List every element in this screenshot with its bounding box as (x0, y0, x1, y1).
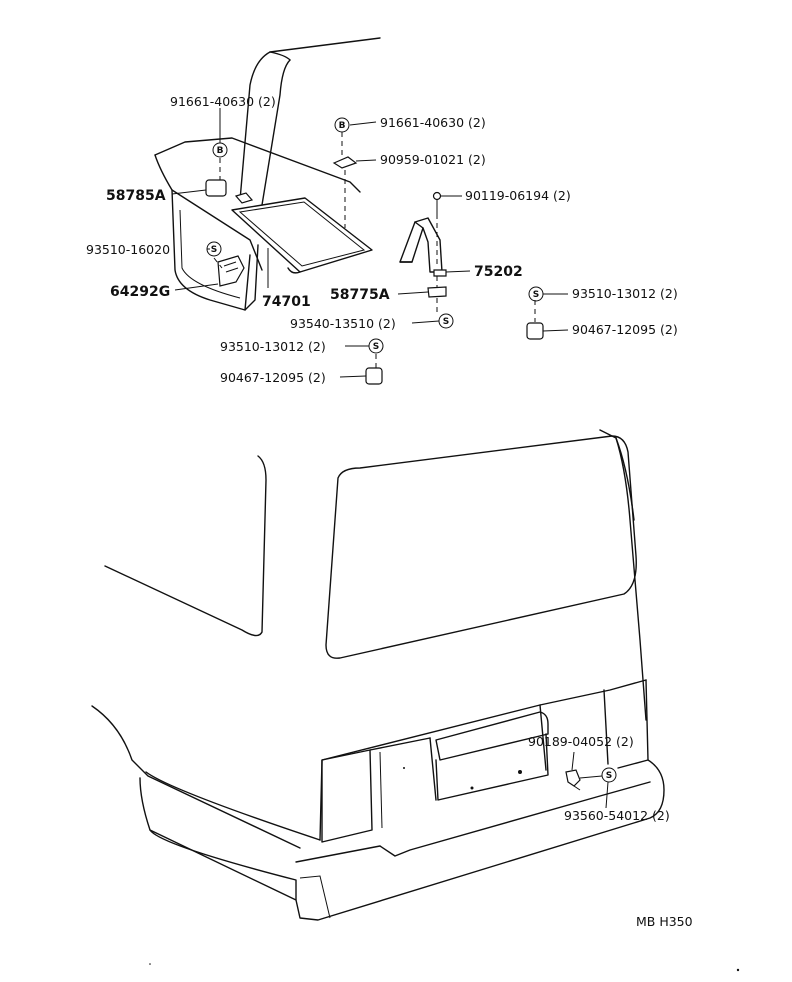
screw-symbol-icon: S (528, 286, 544, 302)
vehicle-rear-view: S (91, 429, 665, 921)
part-labels: 91661-40630 (2) 91661-40630 (2) 90959-01… (86, 94, 693, 929)
screw-symbol-icon: S (368, 338, 384, 354)
screw-symbol-icon: S (601, 767, 617, 783)
label-58785a: 58785A (106, 188, 166, 204)
svg-text:S: S (443, 317, 449, 327)
screw-90189-shape (565, 769, 581, 787)
label-91661-40630-left: 91661-40630 (2) (170, 94, 276, 109)
mat-58785a-shape (205, 179, 227, 197)
label-93540-13510: 93540-13510 (2) (290, 316, 396, 331)
svg-text:B: B (217, 146, 224, 156)
label-93510-13012-right: 93510-13012 (2) (572, 286, 678, 301)
label-91661-40630-right: 91661-40630 (2) (380, 115, 486, 130)
label-90959-01021: 90959-01021 (2) (380, 152, 486, 167)
bolt-symbol-icon: B (212, 142, 228, 158)
label-90189-04052: 90189-04052 (2) (528, 734, 634, 749)
bolt-symbol-icon: B (334, 117, 350, 133)
svg-text:S: S (211, 245, 217, 255)
upper-assembly: B B S S S S (154, 37, 569, 385)
bracket-64292g-shape (217, 255, 245, 287)
svg-text:S: S (373, 342, 379, 352)
svg-text:S: S (606, 771, 612, 781)
nut-90467-left-shape (365, 367, 383, 385)
label-93560-54012: 93560-54012 (2) (564, 808, 670, 823)
label-64292g: 64292G (110, 284, 170, 300)
nut-90467-right-shape (526, 322, 544, 340)
label-90119-06194: 90119-06194 (2) (465, 188, 571, 203)
label-75202: 75202 (474, 264, 523, 280)
screw-symbol-icon: S (438, 313, 454, 329)
label-93510-16020: 93510-16020 (86, 242, 170, 257)
svg-text:B: B (339, 121, 346, 131)
label-90467-12095-left: 90467-12095 (2) (220, 370, 326, 385)
label-74701: 74701 (262, 294, 311, 310)
label-90467-12095-right: 90467-12095 (2) (572, 322, 678, 337)
svg-text:S: S (533, 290, 539, 300)
label-93510-13012-left: 93510-13012 (2) (220, 339, 326, 354)
label-58775a: 58775A (330, 287, 390, 303)
drawing-code: MB H350 (636, 914, 693, 929)
